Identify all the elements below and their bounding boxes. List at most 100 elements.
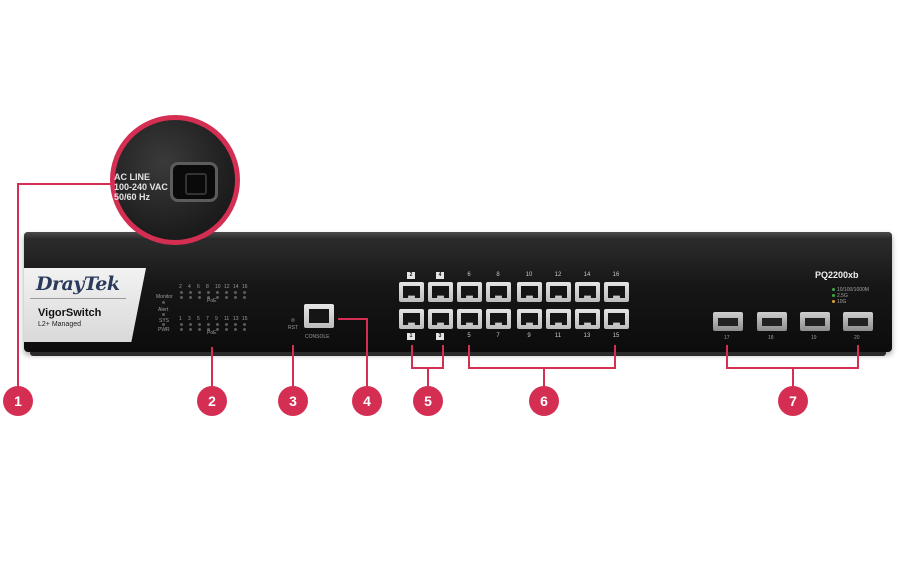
rj45-port-top[interactable]	[457, 282, 482, 302]
rj45-port-bottom[interactable]	[604, 309, 629, 329]
poe-led	[180, 296, 183, 299]
poe-led	[189, 296, 192, 299]
poe-led	[207, 296, 210, 299]
sfp-port-number: 17	[724, 335, 730, 341]
rj45-port-top[interactable]	[546, 282, 571, 302]
port-number-bottom: 13	[583, 333, 591, 339]
rj45-port-top[interactable]	[428, 282, 453, 302]
poe-led	[189, 323, 192, 326]
rj45-port-bottom[interactable]	[546, 309, 571, 329]
rj45-port-top[interactable]	[575, 282, 600, 302]
rj45-port-bottom[interactable]	[428, 309, 453, 329]
poe-led	[225, 296, 228, 299]
rj45-port-bottom[interactable]	[486, 309, 511, 329]
poe-label-bottom: PoE	[207, 330, 217, 336]
port-number-top: 10	[525, 272, 533, 278]
rj45-port-top[interactable]	[604, 282, 629, 302]
legend-dot-icon	[832, 294, 835, 297]
poe-led	[189, 291, 192, 294]
legend-10g: 10G	[832, 299, 846, 305]
led-number-top: 2	[179, 284, 182, 290]
poe-led	[198, 296, 201, 299]
led-number-bottom: 5	[197, 316, 200, 322]
led-number-bottom: 3	[188, 316, 191, 322]
console-label: CONSOLE	[305, 334, 330, 340]
led-number-bottom: 15	[242, 316, 248, 322]
poe-led	[243, 328, 246, 331]
poe-led	[216, 328, 219, 331]
callout-line-1-horizontal	[18, 183, 122, 185]
callout-line-6-right	[614, 345, 616, 369]
rj45-port-top[interactable]	[517, 282, 542, 302]
legend-dot-icon	[832, 288, 835, 291]
legend-text: 2.5G	[837, 293, 848, 299]
rj45-port-bottom[interactable]	[517, 309, 542, 329]
ac-power-socket-icon	[170, 162, 218, 202]
poe-led	[234, 296, 237, 299]
poe-led	[216, 296, 219, 299]
callout-badge-1: 1	[3, 386, 33, 416]
poe-led	[234, 291, 237, 294]
port-number-bottom: 5	[467, 333, 471, 339]
poe-led	[225, 323, 228, 326]
callout-badge-3: 3	[278, 386, 308, 416]
rj45-port-bottom[interactable]	[399, 309, 424, 329]
port-number-top: 4	[436, 272, 444, 279]
port-number-bottom: 7	[496, 333, 500, 339]
callout-line-6-left	[468, 345, 470, 369]
led-label-monitor: Monitor	[156, 294, 173, 300]
chassis-bottom-edge	[30, 352, 886, 356]
port-number-top: 14	[583, 272, 591, 278]
poe-label-top: PoE	[207, 298, 217, 304]
callout-line-6-bar	[468, 367, 616, 369]
legend-text: 10/100/1000M	[837, 287, 869, 293]
callout-badge-4: 4	[352, 386, 382, 416]
led-number-bottom: 11	[224, 316, 230, 322]
sfp-port-number: 20	[854, 335, 860, 341]
label-divider	[30, 298, 126, 299]
callout-line-7-left	[726, 345, 728, 369]
poe-led	[225, 328, 228, 331]
led-number-bottom: 1	[179, 316, 182, 322]
poe-led	[207, 323, 210, 326]
callout-line-5-right	[442, 345, 444, 369]
led-number-top: 8	[206, 284, 209, 290]
legend-2-5g: 2.5G	[832, 293, 848, 299]
rj45-port-bottom[interactable]	[457, 309, 482, 329]
poe-led	[243, 291, 246, 294]
port-number-top: 2	[407, 272, 415, 279]
sfp-port[interactable]	[843, 312, 873, 331]
rj45-port-top[interactable]	[486, 282, 511, 302]
sfp-port-number: 19	[811, 335, 817, 341]
chassis-top-edge	[24, 232, 892, 240]
led-sys	[162, 323, 165, 326]
led-alert	[162, 313, 165, 316]
callout-badge-5: 5	[413, 386, 443, 416]
rj45-port-bottom[interactable]	[575, 309, 600, 329]
legend-gigabit: 10/100/1000M	[832, 287, 869, 293]
callout-line-5-left	[411, 345, 413, 369]
callout-line-4	[366, 318, 368, 389]
poe-led	[243, 296, 246, 299]
led-label-alert: Alert	[158, 307, 169, 313]
callout-badge-7: 7	[778, 386, 808, 416]
zoom-ac-line: AC LINE	[114, 172, 150, 182]
poe-led	[189, 328, 192, 331]
poe-led	[216, 291, 219, 294]
console-port[interactable]	[304, 304, 334, 328]
led-number-top: 12	[224, 284, 230, 290]
rj45-port-top[interactable]	[399, 282, 424, 302]
sfp-port[interactable]	[713, 312, 743, 331]
callout-badge-6: 6	[529, 386, 559, 416]
poe-led	[180, 323, 183, 326]
poe-led	[225, 291, 228, 294]
port-number-top: 16	[612, 272, 620, 278]
callout-line-7	[792, 367, 794, 389]
poe-led	[207, 291, 210, 294]
led-number-top: 4	[188, 284, 191, 290]
legend-text: 10G	[837, 299, 847, 305]
sfp-port[interactable]	[757, 312, 787, 331]
sfp-port[interactable]	[800, 312, 830, 331]
reset-button[interactable]	[291, 318, 295, 322]
led-label-sys: SYS	[159, 318, 170, 324]
